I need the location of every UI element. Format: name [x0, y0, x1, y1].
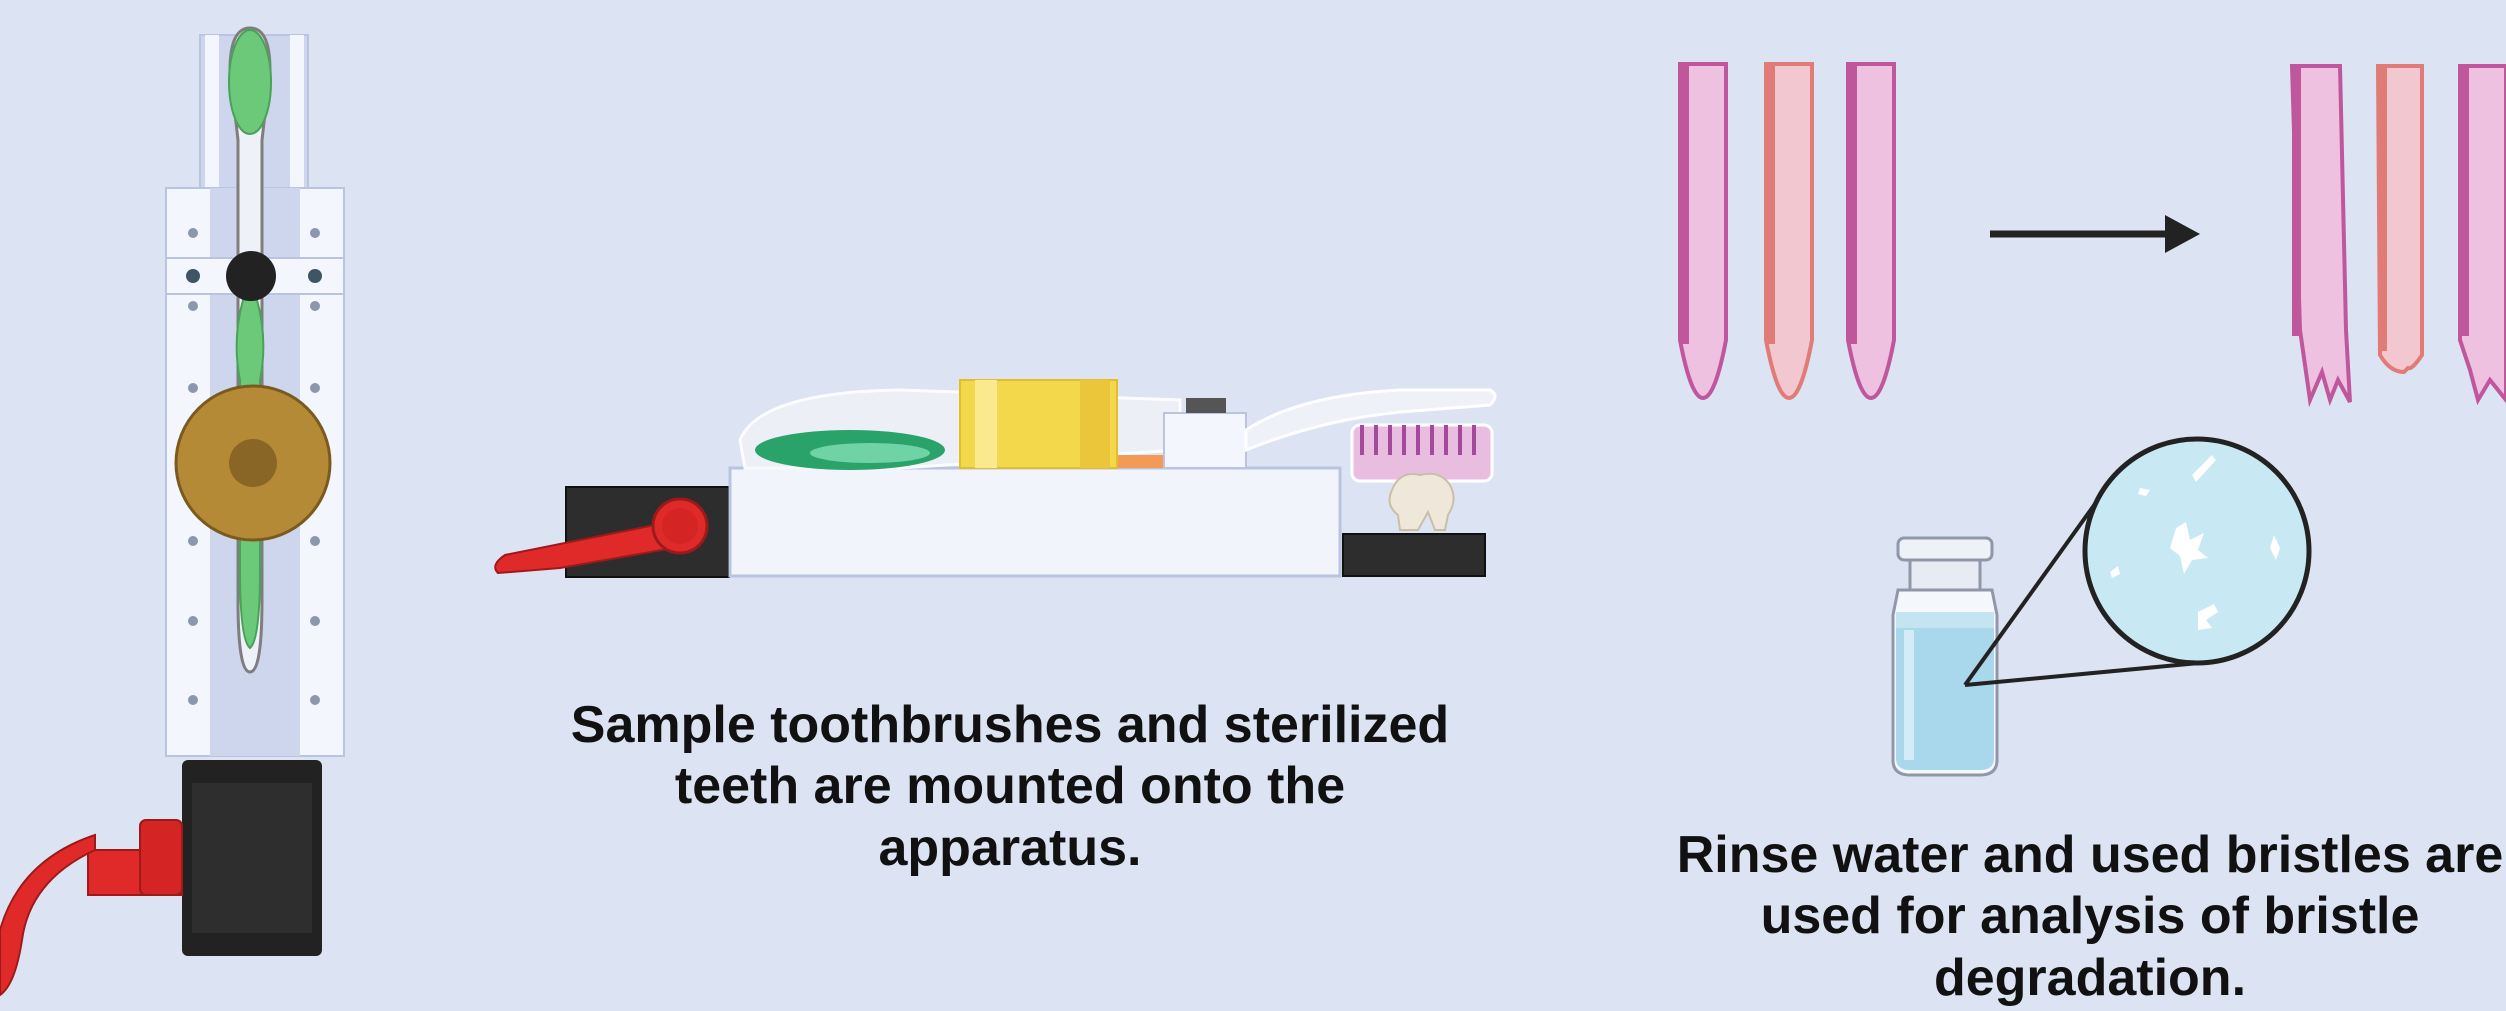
bristles-after — [2292, 66, 2506, 402]
tooth-icon — [1390, 474, 1454, 530]
toothbrush-rig-vertical-icon — [0, 28, 344, 995]
caption-mount-step: Sample toothbrushes and sterilized teeth… — [560, 695, 1460, 879]
magnifier-circle-icon — [1965, 439, 2309, 685]
bristles-before — [1680, 64, 1894, 398]
vial-icon — [1893, 538, 1997, 775]
toothbrush-rig-horizontal-icon — [495, 380, 1495, 577]
right-arrow-icon — [1990, 215, 2200, 253]
caption-analysis-step: Rinse water and used bristles are used f… — [1670, 825, 2506, 1009]
